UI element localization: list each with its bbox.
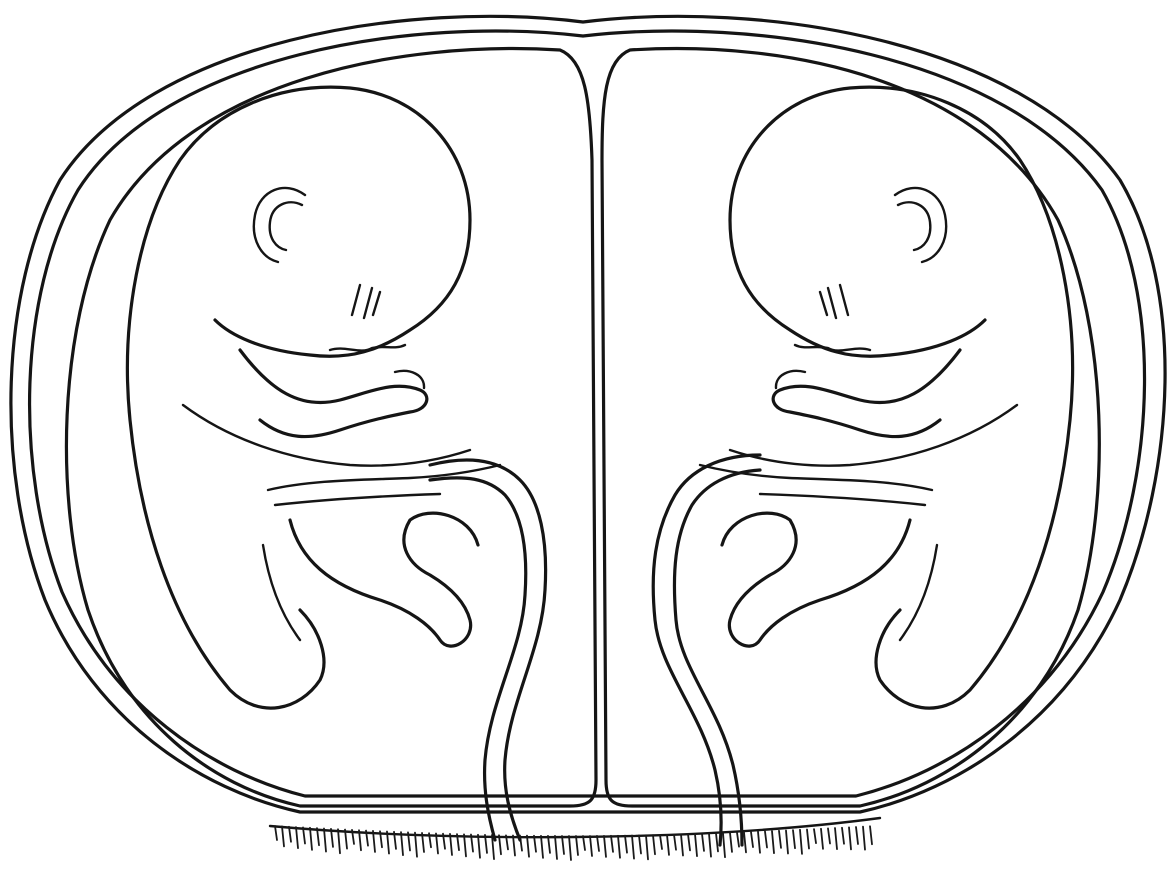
left-umbilical-cord xyxy=(430,460,546,840)
placenta-hatch-line xyxy=(289,827,291,842)
placenta-hatch-line xyxy=(513,835,515,855)
placenta-hatch-line xyxy=(338,829,340,853)
placenta-hatch-line xyxy=(590,836,592,856)
placenta-hatch-line xyxy=(576,836,578,855)
right-fetus xyxy=(700,87,1073,708)
placenta-hatch-line xyxy=(282,826,284,846)
placenta-hatch-line xyxy=(772,831,774,853)
placenta-hatch-line xyxy=(814,829,816,843)
placenta-hatch-line xyxy=(863,827,865,850)
placenta-hatch-line xyxy=(604,836,606,857)
placenta-hatch-line xyxy=(821,829,823,849)
placenta-hatch-line xyxy=(737,833,739,847)
placenta-hatch-line xyxy=(793,830,795,848)
placenta-hatch-line xyxy=(709,834,711,857)
placenta-hatch-line xyxy=(324,829,326,852)
placenta-hatch-line xyxy=(415,833,417,857)
placenta-hatch-line xyxy=(730,833,732,852)
placenta-hatch-line xyxy=(870,826,872,844)
placenta-hatch-line xyxy=(786,830,788,853)
placenta-hatch-line xyxy=(569,836,571,860)
placenta-hatch-line xyxy=(765,831,767,847)
placenta-hatch-line xyxy=(716,833,718,851)
placenta-hatch-line xyxy=(464,834,466,856)
placenta-hatch-line xyxy=(758,832,760,853)
placenta-hatch-line xyxy=(618,836,620,858)
placenta-hatch-line xyxy=(835,828,837,849)
placenta-hatch-line xyxy=(702,834,704,851)
placenta-hatch-line xyxy=(800,830,802,854)
placenta-hatch-line xyxy=(296,827,298,848)
chorion-outer-membrane xyxy=(11,16,1165,812)
placenta-hatch-line xyxy=(275,826,277,840)
placenta-hatch-line xyxy=(744,832,746,852)
placenta-hatch-line xyxy=(849,827,851,849)
placenta-hatch-line xyxy=(310,828,312,850)
placenta-hatch-line xyxy=(562,836,564,854)
left-amniotic-sac xyxy=(66,49,596,806)
placenta-hatch-line xyxy=(541,836,543,858)
placenta-hatch-line xyxy=(807,829,809,848)
right-umbilical-cord xyxy=(653,455,760,845)
placenta-hatch-line xyxy=(632,836,634,859)
placenta-hatch-line xyxy=(653,835,655,854)
placenta-hatch-line xyxy=(779,831,781,848)
placenta-hatch-line xyxy=(527,836,529,857)
placenta-hatch-line xyxy=(478,835,480,858)
placenta-hatch-line xyxy=(611,836,613,852)
placenta-hatch-line xyxy=(751,832,753,847)
placenta-hatch-line xyxy=(597,836,599,851)
placenta-hatch-line xyxy=(667,835,669,855)
placenta-hatch-line xyxy=(681,834,683,855)
placenta-hatch-line xyxy=(828,828,830,843)
placenta-hatch-line xyxy=(723,833,725,857)
placenta-hatch-line xyxy=(555,836,557,859)
placenta-hatch-line xyxy=(688,834,690,850)
placenta-hatch-line xyxy=(625,836,627,853)
placenta-hatch-line xyxy=(548,836,550,853)
placenta-hatch-line xyxy=(856,827,858,844)
placenta-hatch-line xyxy=(646,835,648,859)
placenta-hatch-line xyxy=(639,835,641,853)
placenta-hatch-line xyxy=(674,835,676,850)
placenta-hatch-line xyxy=(695,834,697,856)
placenta-base xyxy=(270,818,880,860)
placenta-hatch-line xyxy=(660,835,662,849)
left-fetus xyxy=(127,87,500,708)
placenta-hatch-line xyxy=(842,828,844,844)
